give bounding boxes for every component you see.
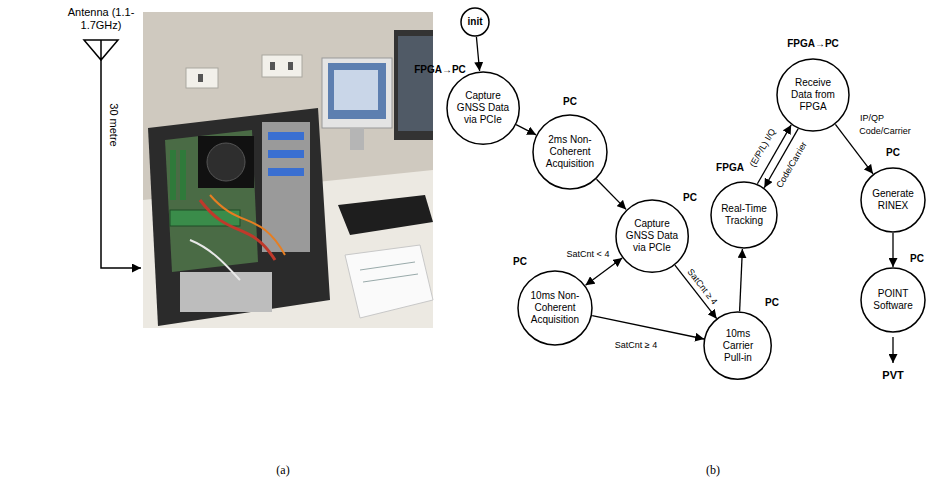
socket-hole [270,62,275,70]
transition-label: IP/QP [858,113,886,124]
antenna-cable [101,60,141,268]
sub-caption: (b) [706,463,720,477]
circle-shape [447,72,519,144]
circle-shape [861,168,925,232]
state-label: POINT Software [868,288,918,312]
state-label: Real-Time Tracking [716,203,772,227]
photo-wall [143,12,433,328]
figure-label: Code/Carrier [859,126,911,137]
transition-arrow [892,233,893,267]
state-circle: FPGA→PCReceive Data from FPGA [776,58,850,132]
socket-hole [198,74,203,82]
cpu-cooler [198,136,254,188]
state-heading: FPGA→PC [787,38,839,50]
transition-label: (E/P/L) I/Q [747,125,780,171]
monitor-frame [322,58,392,128]
transition-label: SatCnt ≥ 4 [613,340,659,351]
state-circle: init [460,7,490,37]
wall-socket [262,55,302,77]
drive-clip [268,150,304,158]
transition-arrow [586,258,623,285]
transition-arrow [592,316,704,339]
figure-label: 30 metre [106,103,119,146]
transition-label: SatCnt ≥ 4 [684,265,721,308]
cable [190,240,240,280]
transition-arrow [516,125,536,135]
state-circle: PCPOINT Software [860,267,926,333]
figure-label: PVT [882,369,903,382]
state-circle: FPGA→PCCapture GNSS Data via PCIe [446,71,520,145]
screen-window [334,70,378,110]
monitor-screen [328,63,386,119]
motherboard [165,130,258,272]
transition-label: Code/Carrier [773,138,810,192]
state-heading: PC [886,147,900,159]
circle-shape [616,200,688,272]
cable [210,195,285,255]
state-label: Generate RINEX [868,188,918,212]
state-label: init [468,16,483,28]
socket-hole [288,62,293,70]
drive-clip [268,132,304,140]
transition-arrow [597,179,627,209]
state-circle: FPGAReal-Time Tracking [710,181,778,249]
power-supply [180,272,272,312]
wall-socket [186,68,218,88]
transition-arrow [476,37,479,71]
circle-shape [533,115,607,189]
circle-shape [711,182,777,248]
state-label: Receive Data from FPGA [785,77,841,113]
cooler-fan [207,143,245,181]
state-heading: PC [513,256,527,268]
paper-line [363,274,418,282]
ram-stick [170,150,176,200]
antenna-symbol [84,40,118,60]
sub-caption: (a) [276,463,289,477]
state-label: 2ms Non-Coherent Acquisition [540,134,600,170]
second-screen [398,36,433,131]
state-heading: FPGA→PC [414,64,466,76]
figure-label: Antenna (1.1-1.7GHz) [63,6,139,32]
pc-case [148,108,330,326]
second-monitor [394,30,433,140]
circle-shape [861,268,925,332]
circle-shape [518,271,592,345]
keyboard [338,195,433,235]
state-heading: PC [765,297,779,309]
circle-shape [461,8,489,36]
output-arrow [892,337,893,363]
state-label: 10ms Carrier Pull-in [712,328,764,364]
state-heading: PC [910,253,924,265]
state-circle: PC10ms Carrier Pull-in [703,311,772,380]
circle-shape [704,312,771,379]
transition-arrow [740,249,743,311]
state-circle: PCGenerate RINEX [860,167,926,233]
state-heading: PC [563,96,577,108]
state-label: 10ms Non-Coherent Acquisition [525,290,585,326]
state-label: Capture GNSS Data via PCIe [454,90,512,126]
state-circle: PCCapture GNSS Data via PCIe [615,199,689,273]
papers [345,245,433,318]
state-heading: FPGA [716,162,744,174]
state-label: Capture GNSS Data via PCIe [623,218,681,254]
state-heading: PC [683,192,697,204]
state-circle: PC2ms Non-Coherent Acquisition [532,114,608,190]
drive-clip [268,168,304,176]
paper-line [360,262,415,270]
circle-shape [777,59,849,131]
monitor-stand [350,128,364,150]
ram-stick [180,150,186,200]
transition-label: SatCnt < 4 [565,249,612,260]
state-circle: PC10ms Non-Coherent Acquisition [517,270,593,346]
